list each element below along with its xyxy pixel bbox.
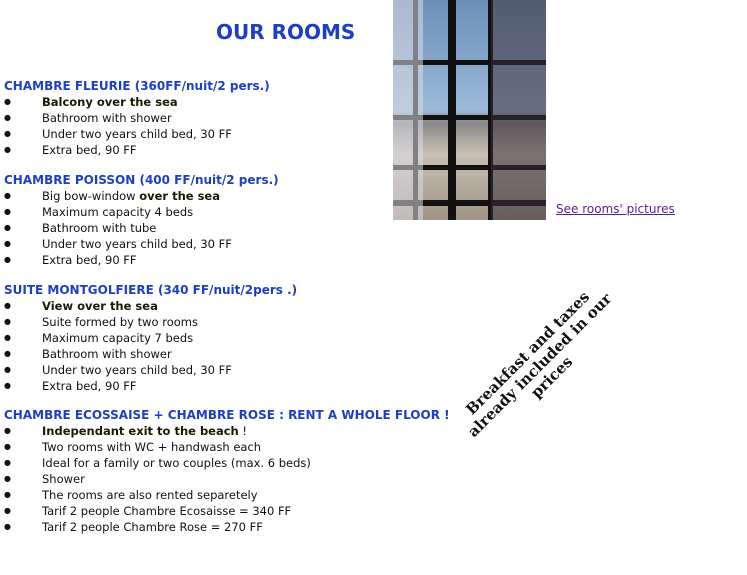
item-text: Big bow-window	[42, 189, 140, 203]
list-item: Balcony over the sea	[4, 94, 270, 110]
item-text: Under two years child bed, 30 FF	[42, 127, 232, 141]
list-item: Extra bed, 90 FF	[4, 142, 270, 158]
item-text: Shower	[42, 472, 85, 486]
item-highlight: Balcony over the sea	[42, 95, 178, 109]
list-item: Big bow-window over the sea	[4, 188, 279, 204]
item-text: Bathroom with shower	[42, 347, 172, 361]
room-section: CHAMBRE POISSON (400 FF/nuit/2 pers.)Big…	[4, 172, 279, 268]
list-item: Extra bed, 90 FF	[4, 252, 279, 268]
list-item: Suite formed by two rooms	[4, 314, 297, 330]
list-item: Maximum capacity 4 beds	[4, 204, 279, 220]
item-text: Maximum capacity 7 beds	[42, 331, 194, 345]
list-item: Under two years child bed, 30 FF	[4, 236, 279, 252]
list-item: Ideal for a family or two couples (max. …	[4, 455, 450, 471]
room-heading: CHAMBRE POISSON (400 FF/nuit/2 pers.)	[4, 173, 279, 187]
room-heading: CHAMBRE ECOSSAISE + CHAMBRE ROSE : RENT …	[4, 408, 450, 422]
prices-note: Breakfast and taxes already included in …	[437, 263, 643, 469]
list-item: Under two years child bed, 30 FF	[4, 126, 270, 142]
item-text: Two rooms with WC + handwash each	[42, 440, 262, 454]
item-text: Extra bed, 90 FF	[42, 253, 137, 267]
list-item: View over the sea	[4, 298, 297, 314]
room-heading: SUITE MONTGOLFIERE (340 FF/nuit/2pers .)	[4, 283, 298, 297]
list-item: Shower	[4, 471, 450, 487]
item-text: Tarif 2 people Chambre Ecosaisse = 340 F…	[42, 504, 292, 518]
room-section: CHAMBRE FLEURIE (360FF/nuit/2 pers.) Balc…	[4, 78, 270, 158]
list-item: Independant exit to the beach !	[4, 423, 450, 439]
room-section: SUITE MONTGOLFIERE (340 FF/nuit/2pers .)…	[4, 282, 297, 394]
item-highlight: View over the sea	[42, 299, 158, 313]
item-text: Under two years child bed, 30 FF	[42, 363, 232, 377]
item-text: Under two years child bed, 30 FF	[42, 237, 232, 251]
item-highlight: over the sea	[139, 189, 220, 203]
list-item: The rooms are also rented separetely	[4, 487, 450, 503]
window-sea-photo	[393, 0, 546, 220]
list-item: Tarif 2 people Chambre Ecosaisse = 340 F…	[4, 503, 450, 519]
list-item: Bathroom with shower	[4, 110, 270, 126]
item-text: Maximum capacity 4 beds	[42, 205, 194, 219]
item-text: Bathroom with shower	[42, 111, 172, 125]
room-section: CHAMBRE ECOSSAISE + CHAMBRE ROSE : RENT …	[4, 407, 450, 535]
item-text: Bathroom with tube	[42, 221, 157, 235]
item-text: Tarif 2 people Chambre Rose = 270 FF	[42, 520, 263, 534]
note-line-2: already included in our prices	[464, 289, 616, 441]
see-rooms-pictures-link[interactable]: See rooms' pictures	[556, 202, 675, 216]
list-item: Extra bed, 90 FF	[4, 378, 297, 394]
page-title: OUR ROOMS	[216, 20, 356, 44]
item-suffix: !	[238, 424, 248, 438]
room-heading: CHAMBRE FLEURIE (360FF/nuit/2 pers.)	[4, 79, 270, 93]
item-text: The rooms are also rented separetely	[42, 488, 258, 502]
list-item: Under two years child bed, 30 FF	[4, 362, 297, 378]
item-text: Extra bed, 90 FF	[42, 143, 137, 157]
item-highlight: Independant exit to the beach	[42, 424, 239, 438]
item-text: Ideal for a family or two couples (max. …	[42, 456, 311, 470]
note-line-1: Breakfast and taxes	[462, 287, 593, 419]
list-item: Bathroom with shower	[4, 346, 297, 362]
list-item: Maximum capacity 7 beds	[4, 330, 297, 346]
list-item: Two rooms with WC + handwash each	[4, 439, 450, 455]
list-item: Tarif 2 people Chambre Rose = 270 FF	[4, 519, 450, 535]
item-text: Extra bed, 90 FF	[42, 379, 137, 393]
list-item: Bathroom with tube	[4, 220, 279, 236]
item-text: Suite formed by two rooms	[42, 315, 198, 329]
